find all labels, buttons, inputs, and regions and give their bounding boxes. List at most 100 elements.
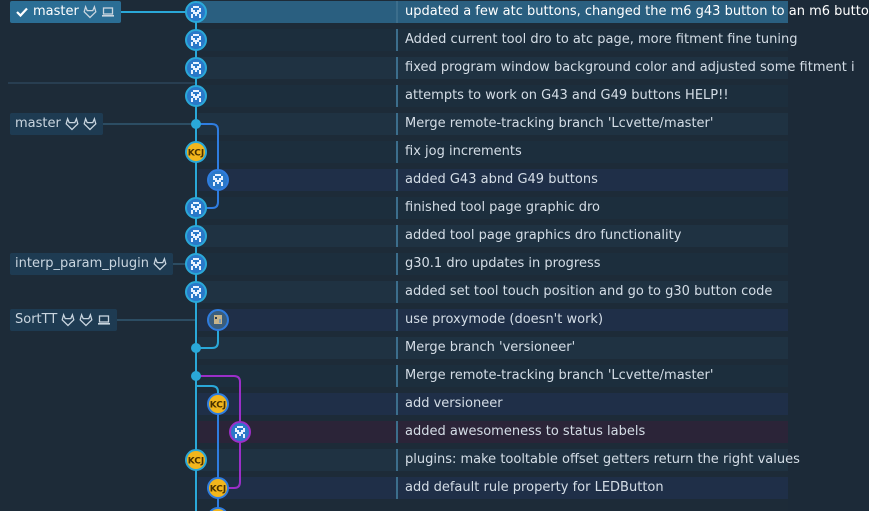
avatar-pixel — [193, 236, 195, 238]
avatar-pixel — [195, 40, 197, 42]
avatar-pixel — [191, 94, 193, 96]
column-divider — [396, 1, 398, 23]
avatar-pixel — [241, 426, 243, 428]
avatar-pixel — [193, 90, 195, 92]
avatar-pixel — [195, 42, 197, 44]
avatar-pixel — [191, 66, 193, 68]
avatar-pixel — [197, 40, 199, 42]
avatar-pixel — [199, 290, 201, 292]
column-divider — [396, 337, 398, 359]
commit-message[interactable]: use proxymode (doesn't work) — [405, 312, 604, 327]
avatar-pixel — [195, 98, 197, 100]
branch-label-master[interactable]: master — [10, 1, 121, 23]
commit-row[interactable] — [198, 113, 788, 135]
avatar-pixel — [199, 14, 201, 16]
commit-message[interactable]: add versioneer — [405, 396, 503, 411]
git-graph-view: updated a few atc buttons, changed the m… — [8, 1, 869, 511]
avatar-pixel — [195, 210, 197, 212]
avatar-pixel — [199, 38, 201, 40]
commit-row[interactable] — [198, 169, 788, 191]
gitlab-icon — [153, 256, 167, 271]
avatar-pixel — [215, 178, 217, 180]
commit-message[interactable]: Merge branch 'versioneer' — [405, 340, 576, 355]
avatar-pixel — [195, 68, 197, 70]
commit-message[interactable]: added awesomeness to status labels — [405, 424, 646, 439]
commit-row[interactable] — [198, 393, 788, 415]
commit-row[interactable] — [198, 281, 788, 303]
branch-label-master[interactable]: master — [10, 113, 103, 135]
avatar-pixel — [199, 268, 201, 270]
avatar-pixel — [195, 238, 197, 240]
avatar-pixel — [199, 212, 201, 214]
branch-label-interp-param-plugin[interactable]: interp_param_plugin — [10, 253, 173, 275]
commit-row[interactable] — [198, 29, 788, 51]
avatar-pixel — [193, 68, 195, 70]
commit-message[interactable]: fix jog increments — [405, 144, 522, 159]
commit-row[interactable] — [198, 225, 788, 247]
avatar-pixel — [195, 6, 197, 8]
avatar-pixel — [237, 432, 239, 434]
avatar-pixel — [195, 12, 197, 14]
avatar-pixel — [217, 174, 219, 176]
avatar-pixel — [195, 62, 197, 64]
commit-row[interactable] — [198, 449, 788, 471]
avatar-pixel — [197, 290, 199, 292]
commit-row[interactable] — [198, 309, 788, 331]
avatar-pixel — [243, 434, 245, 436]
commit-message[interactable]: Merge remote-tracking branch 'Lcvette/ma… — [405, 368, 714, 383]
commit-row[interactable] — [198, 57, 788, 79]
branch-label-sorttt[interactable]: SortTT — [10, 309, 118, 331]
column-divider — [396, 281, 398, 303]
avatar-pixel — [195, 258, 197, 260]
laptop-icon — [97, 313, 111, 327]
avatar-pixel — [195, 236, 197, 238]
avatar-photo-detail — [219, 319, 221, 323]
avatar-pixel — [191, 64, 193, 66]
commit-message[interactable]: Added current tool dro to atc page, more… — [405, 32, 798, 47]
commit-message[interactable]: g30.1 dro updates in progress — [405, 256, 601, 271]
lane-branch-2 — [196, 320, 219, 349]
avatar-pixel — [191, 100, 193, 102]
avatar-pixel — [193, 10, 195, 12]
avatar-pixel — [199, 260, 201, 262]
commit-row[interactable] — [198, 1, 788, 23]
commit-message[interactable]: finished tool page graphic dro — [405, 200, 600, 215]
column-divider — [396, 197, 398, 219]
commit-row[interactable] — [198, 253, 788, 275]
avatar-pixel — [239, 434, 241, 436]
avatar-pixel — [219, 178, 221, 180]
commit-message[interactable]: attempts to work on G43 and G49 buttons … — [405, 88, 729, 103]
avatar-pixel — [237, 426, 239, 428]
avatar-pixel — [199, 232, 201, 234]
commit-message[interactable]: added G43 abnd G49 buttons — [405, 172, 598, 187]
avatar-pixel — [199, 36, 201, 38]
commit-row[interactable] — [198, 365, 788, 387]
avatar-initials: KCJ — [188, 149, 205, 159]
commit-row[interactable] — [198, 337, 788, 359]
commit-row[interactable] — [198, 421, 788, 443]
commit-message[interactable]: added set tool touch position and go to … — [405, 284, 773, 299]
avatar-pixel — [197, 264, 199, 266]
avatar-pixel — [199, 64, 201, 66]
commit-row[interactable] — [198, 85, 788, 107]
commit-message[interactable]: Merge remote-tracking branch 'Lcvette/ma… — [405, 116, 714, 131]
avatar-pixel — [191, 44, 193, 46]
avatar-pixel — [195, 34, 197, 36]
commit-message[interactable]: updated a few atc buttons, changed the m… — [405, 4, 869, 19]
avatar-pixel — [191, 38, 193, 40]
commit-message[interactable]: added tool page graphics dro functionali… — [405, 228, 682, 243]
avatar-pixel — [193, 34, 195, 36]
commit-row[interactable] — [198, 197, 788, 219]
commit-message[interactable]: add default rule property for LEDButton — [405, 480, 664, 495]
commit-message[interactable]: fixed program window background color an… — [405, 60, 855, 75]
kcj-avatar-icon — [209, 507, 227, 511]
avatar-pixel — [215, 180, 217, 182]
avatar-photo-detail — [215, 317, 217, 319]
commit-row[interactable] — [198, 477, 788, 499]
commit-message[interactable]: plugins: make tooltable offset getters r… — [405, 452, 800, 467]
avatar-pixel — [195, 230, 197, 232]
avatar-pixel — [195, 70, 197, 72]
column-divider — [396, 113, 398, 135]
commit-row[interactable] — [198, 141, 788, 163]
